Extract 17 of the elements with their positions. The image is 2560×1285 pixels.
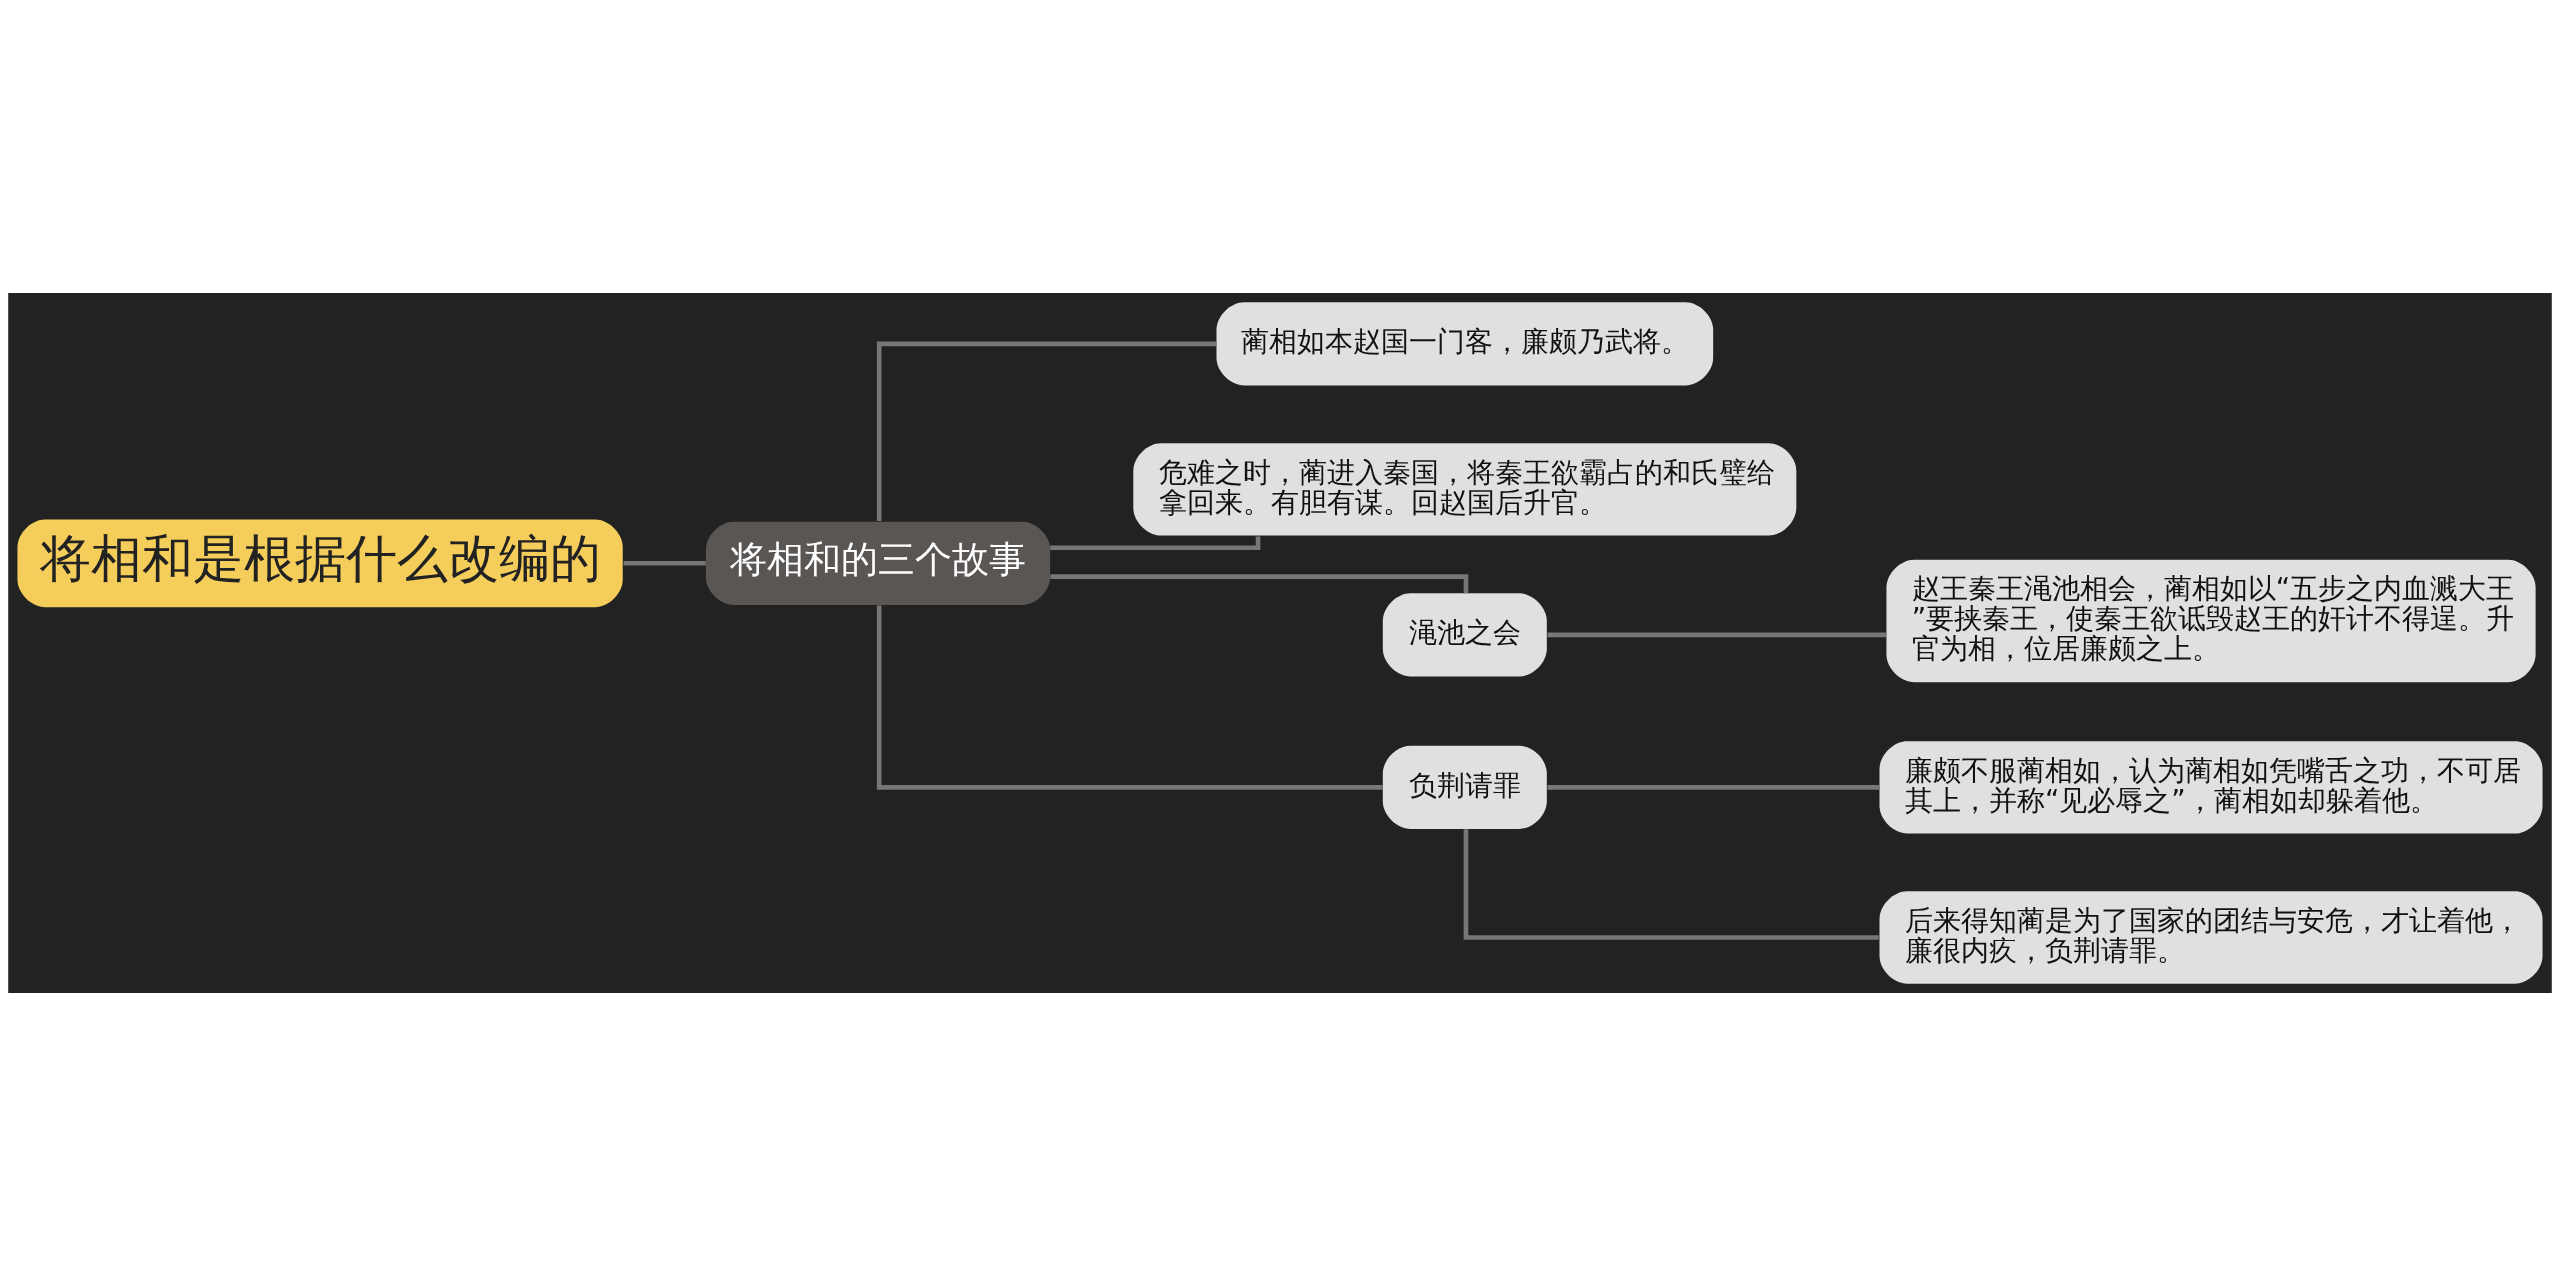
node-box: 赵王秦王渑池相会，蔺相如以“五步之内血溅大王”要挟秦王，使秦王欲诋毁赵王的奸计不得逞。升官为相，位居廉颇之上。 xyxy=(1886,559,2536,682)
node-box: 负荆请罪 xyxy=(1382,745,1547,829)
node-box: 后来得知蔺是为了国家的团结与安危，才让着他，廉很内疚，负荆请罪。 xyxy=(1879,890,2543,984)
node-box: 渑池之会 xyxy=(1382,592,1547,676)
connector xyxy=(623,560,706,566)
node-box: 廉颇不服蔺相如，认为蔺相如凭嘴舌之功，不可居其上，并称“见必辱之”，蔺相如却躲着他。 xyxy=(1879,740,2543,834)
node-box: 将相和是根据什么改编的 xyxy=(17,518,623,607)
node-box: 蔺相如本赵国一门客，廉颇乃武将。 xyxy=(1216,301,1714,385)
connector xyxy=(1547,784,1880,790)
connector xyxy=(1050,573,1469,593)
connector xyxy=(1463,828,1879,940)
node-box: 危难之时，蔺进入秦国，将秦王欲霸占的和氏璧给拿回来。有胆有谋。回赵国后升官。 xyxy=(1133,442,1797,536)
node-box: 将相和的三个故事 xyxy=(705,521,1051,605)
connector xyxy=(1050,535,1261,550)
connector xyxy=(876,341,1217,521)
connector xyxy=(876,604,1383,790)
connector xyxy=(1547,632,1887,637)
